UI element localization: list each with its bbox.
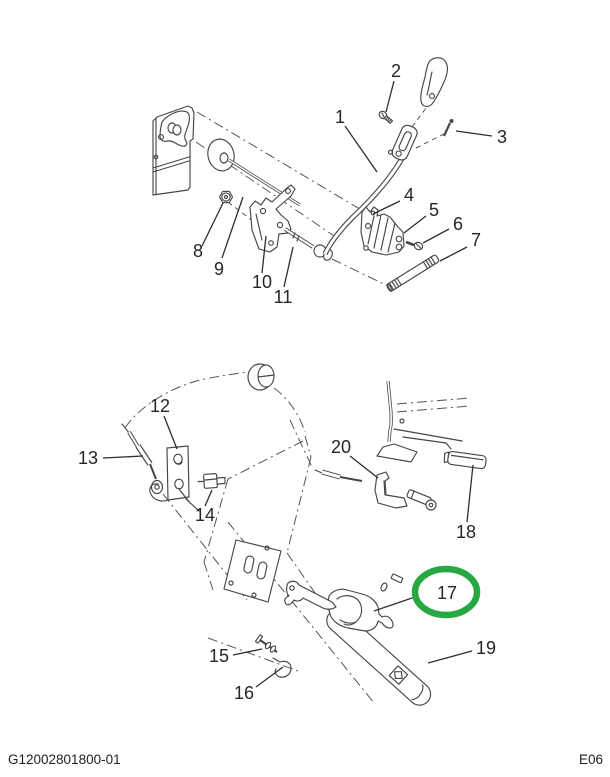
callout-12[interactable]: 12: [149, 396, 171, 416]
callout-5[interactable]: 5: [428, 200, 440, 220]
hook-clip-16: [272, 657, 292, 678]
threaded-rod-7: [386, 254, 440, 292]
fitting-14: [197, 473, 226, 489]
leader-lines-lower: [102, 415, 474, 688]
callout-19[interactable]: 19: [475, 638, 497, 658]
callout-6[interactable]: 6: [452, 214, 464, 234]
slotted-plate: [223, 539, 282, 603]
nut-8: [218, 190, 234, 204]
cable-20: [314, 469, 437, 511]
callout-2[interactable]: 2: [390, 61, 402, 81]
callout-8[interactable]: 8: [192, 241, 204, 261]
link-rod-11: [283, 227, 333, 261]
callout-17[interactable]: 17: [436, 583, 458, 603]
pin-3: [443, 119, 454, 137]
anchor-bracket-12: [149, 445, 200, 512]
latch-body-17: [327, 573, 404, 632]
callout-1[interactable]: 1: [334, 107, 346, 127]
lever-clevis: [387, 124, 418, 161]
grommet: [247, 363, 275, 391]
callout-10[interactable]: 10: [251, 272, 273, 292]
page-code: E06: [578, 752, 603, 767]
pin-15: [254, 634, 278, 653]
washer-disc: [207, 138, 301, 207]
callout-18[interactable]: 18: [455, 522, 477, 542]
callout-13[interactable]: 13: [77, 448, 99, 468]
cable-13: [121, 423, 164, 495]
leader-lines-upper: [201, 80, 493, 288]
callout-9[interactable]: 9: [213, 259, 225, 279]
callout-3[interactable]: 3: [496, 127, 508, 147]
upper-assembly: [152, 57, 493, 292]
latch-hook-lever: [284, 580, 337, 610]
lower-assembly: [102, 363, 487, 706]
callout-4[interactable]: 4: [403, 185, 415, 205]
shift-lever-1: [322, 151, 408, 256]
stand-bracket: [376, 380, 463, 463]
callout-16[interactable]: 16: [233, 683, 255, 703]
callout-15[interactable]: 15: [208, 646, 230, 666]
callout-7[interactable]: 7: [470, 230, 482, 250]
doc-number: G12002801800-01: [8, 752, 121, 767]
handle-19: [326, 608, 432, 706]
bolt-6: [405, 240, 424, 251]
pivot-bracket-10: [249, 184, 296, 253]
support-bracket-4-5: [360, 206, 405, 256]
mounting-plate: [152, 105, 195, 196]
routing-outline-lower: [124, 371, 471, 704]
pedal-pad-18: [443, 450, 487, 470]
callout-20[interactable]: 20: [330, 437, 352, 457]
callout-14[interactable]: 14: [194, 505, 216, 525]
screw-2: [378, 110, 394, 124]
callout-11[interactable]: 11: [273, 287, 293, 307]
highlight-ellipse: [411, 565, 481, 619]
knob-handle: [420, 57, 449, 107]
